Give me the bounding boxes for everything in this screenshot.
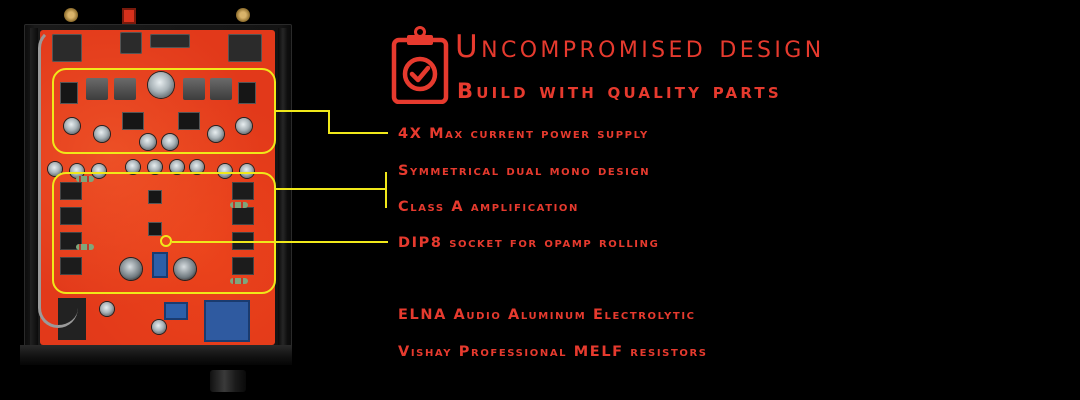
feature-dip8-socket: DIP8 socket for opamp rolling [398, 235, 660, 251]
capacitor [48, 162, 62, 176]
rca-jack-right [236, 8, 250, 22]
feature-dual-mono: Symmetrical dual mono design [398, 163, 651, 179]
volume-pot [204, 300, 250, 342]
capacitor [236, 118, 252, 134]
callout-line-power-supply [328, 132, 388, 134]
chassis-rail-left [30, 28, 38, 348]
transistor [60, 182, 82, 200]
transistor [60, 207, 82, 225]
capacitor [92, 164, 106, 178]
clipboard-check-icon [391, 26, 449, 104]
regulator [60, 82, 78, 104]
capacitor [64, 118, 80, 134]
inductor [86, 78, 108, 100]
relay [152, 252, 168, 278]
component-vishay-resistors: Vishay Professional MELF resistors [398, 344, 708, 360]
capacitor [162, 134, 178, 150]
capacitor [126, 160, 140, 174]
transistor [232, 182, 254, 200]
feature-power-supply: 4X Max current power supply [398, 126, 649, 142]
connector-right [228, 34, 262, 62]
power-switch [122, 8, 136, 24]
inductor [114, 78, 136, 100]
capacitor [152, 320, 166, 334]
relay [164, 302, 188, 320]
power-ic [122, 112, 144, 130]
inductor [183, 78, 205, 100]
capacitor [170, 160, 184, 174]
opamp-ic [148, 190, 162, 204]
callout-line-power-supply [328, 110, 330, 133]
capacitor [140, 134, 156, 150]
rca-jack-left [64, 8, 78, 22]
regulator [238, 82, 256, 104]
melf-resistor [230, 202, 248, 208]
internal-wire [38, 28, 78, 328]
elna-capacitor [174, 258, 196, 280]
callout-marker-opamp-socket [160, 235, 172, 247]
connector-center [120, 32, 142, 54]
power-ic [178, 112, 200, 130]
opamp-socket-ic [148, 222, 162, 236]
callout-line-opamp-socket [172, 241, 388, 243]
subheadline: Build with quality parts [457, 79, 782, 103]
capacitor [190, 160, 204, 174]
callout-line-power-supply [276, 110, 329, 112]
callout-box-amplifier [52, 172, 276, 294]
capacitor [94, 126, 110, 142]
transistor [60, 257, 82, 275]
feature-class-a: Class A amplification [398, 199, 580, 215]
capacitor [148, 160, 162, 174]
melf-resistor [230, 278, 248, 284]
capacitor [240, 164, 254, 178]
inductor [210, 78, 232, 100]
capacitor [70, 164, 84, 178]
volume-knob [210, 370, 246, 392]
fuse-holder [150, 34, 190, 48]
callout-bracket-amplifier [385, 172, 387, 208]
capacitor [218, 164, 232, 178]
capacitor [148, 72, 174, 98]
transistor [232, 207, 254, 225]
transistor [232, 257, 254, 275]
component-elna-capacitors: ELNA Audio Aluminum Electrolytic [398, 307, 696, 323]
melf-resistor [76, 244, 94, 250]
melf-resistor [76, 176, 94, 182]
headline: Uncompromised design [455, 29, 825, 65]
callout-box-power-supply [52, 68, 276, 154]
capacitor [208, 126, 224, 142]
capacitor [100, 302, 114, 316]
callout-line-amplifier [276, 188, 386, 190]
elna-capacitor [120, 258, 142, 280]
front-panel [20, 345, 292, 365]
